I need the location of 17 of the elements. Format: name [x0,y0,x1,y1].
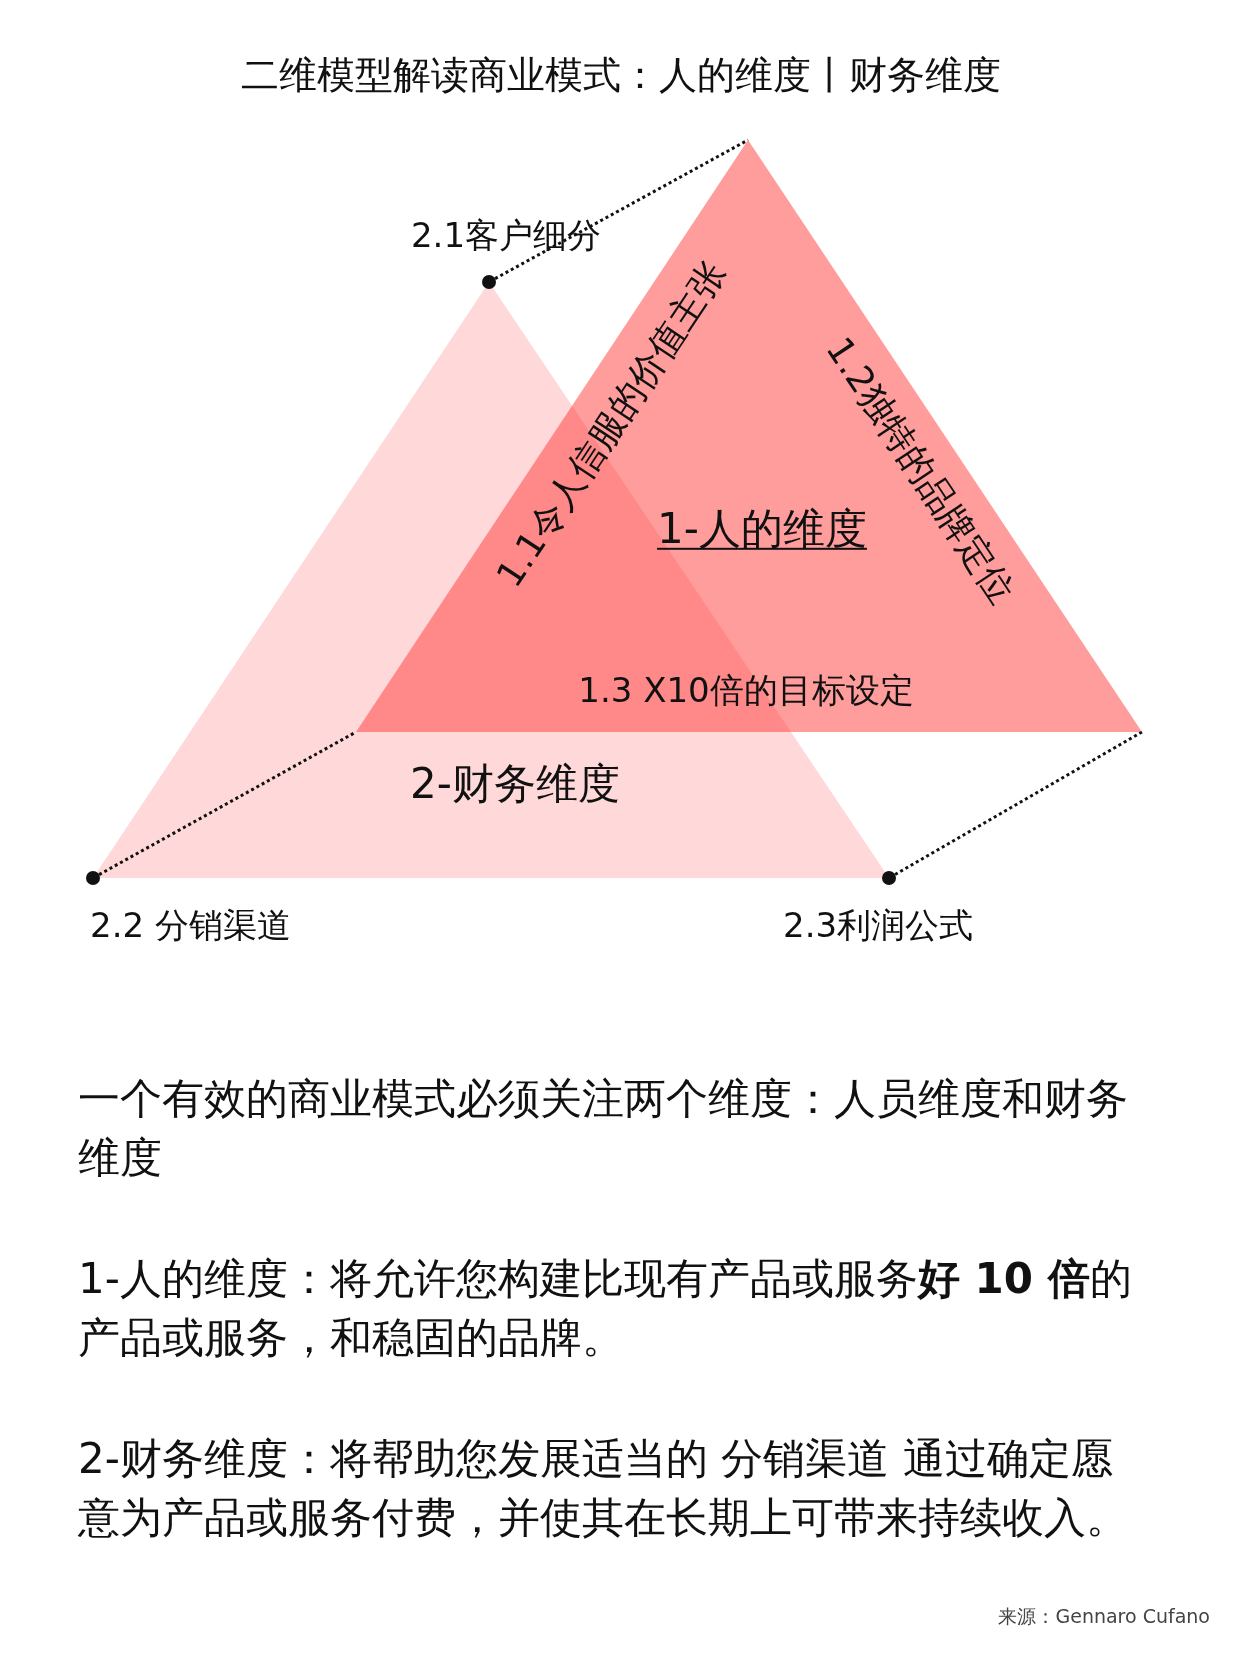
body-paragraph: 2-财务维度：将帮助您发展适当的 分销渠道 通过确定愿意为产品或服务付费，并使其在长期上可带来持续收入。 [78,1433,1129,1544]
dimension-heading: 2-财务维度 [410,758,620,810]
vertex-label: 2.1客户细分 [410,214,602,256]
vertex-label: 2.2 分销渠道 [90,904,291,946]
source-note: 来源：Gennaro Cufano [998,1605,1210,1628]
diagram-title: 二维模型解读商业模式：人的维度丨财务维度 [241,53,1001,99]
vertex-label: 2.3利润公式 [783,904,974,946]
dotted-connector [494,138,749,280]
side-label: 1.3 X10倍的目标设定 [578,669,914,711]
dotted-connector [894,730,1143,876]
vertex-dot [482,275,496,289]
dimension-heading: 1-人的维度 [657,503,867,555]
body-paragraph: 一个有效的商业模式必须关注两个维度：人员维度和财务维度 [78,1073,1129,1184]
vertex-dot [86,871,100,885]
vertex-dot [882,871,896,885]
dotted-connector [98,730,357,876]
body-paragraph: 1-人的维度：将允许您构建比现有产品或服务好 10 倍的产品或服务，和稳固的品牌。 [78,1253,1133,1364]
